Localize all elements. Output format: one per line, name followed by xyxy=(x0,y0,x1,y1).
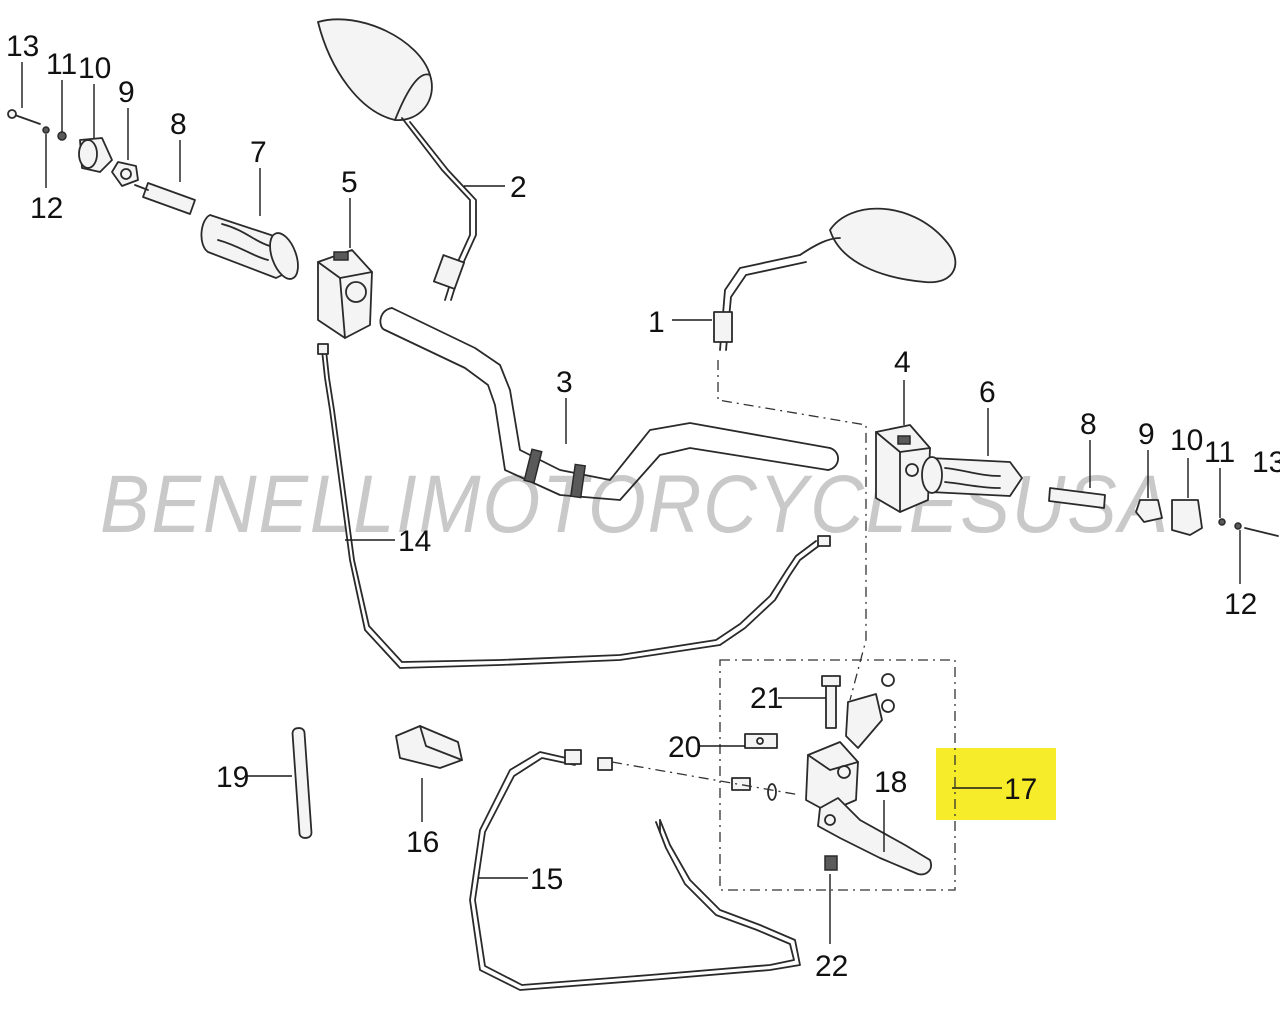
callout-9-right: 9 xyxy=(1138,418,1155,451)
callout-20: 20 xyxy=(668,731,701,764)
callout-7: 7 xyxy=(250,136,267,169)
callout-22: 22 xyxy=(815,950,848,983)
callout-12-right: 12 xyxy=(1224,588,1257,621)
callout-16: 16 xyxy=(406,826,439,859)
right-grip xyxy=(921,456,1023,497)
callout-8-right: 8 xyxy=(1080,408,1097,441)
pin xyxy=(291,727,313,839)
callout-3: 3 xyxy=(556,366,573,399)
callout-14: 14 xyxy=(398,525,431,558)
left-grip xyxy=(200,214,299,280)
callout-13-left: 13 xyxy=(6,30,39,63)
callout-10-left: 10 xyxy=(78,52,111,85)
callout-8-left: 8 xyxy=(170,108,187,141)
callout-1: 1 xyxy=(648,306,665,339)
callout-15: 15 xyxy=(530,863,563,896)
callout-21: 21 xyxy=(750,682,783,715)
callout-2: 2 xyxy=(510,171,527,204)
left-switch-housing xyxy=(317,249,373,339)
callout-17: 17 xyxy=(1004,773,1037,806)
right-bar-end-parts xyxy=(1048,487,1279,537)
callout-6: 6 xyxy=(979,376,996,409)
callout-12-left: 12 xyxy=(30,192,63,225)
callout-4: 4 xyxy=(894,346,911,379)
left-mirror xyxy=(317,18,477,301)
callout-10-right: 10 xyxy=(1170,424,1203,457)
cable-boot xyxy=(395,725,463,769)
callout-13-right: 13 xyxy=(1252,446,1280,479)
callout-5: 5 xyxy=(341,166,358,199)
right-switch-housing xyxy=(875,424,931,513)
callout-18: 18 xyxy=(874,766,907,799)
leader-lines xyxy=(21,62,1241,944)
callout-19: 19 xyxy=(216,761,249,794)
throttle-cable xyxy=(317,343,831,669)
callout-numbers: 2 1 3 4 5 6 7 8 8 9 9 10 10 11 11 12 12 … xyxy=(6,30,1280,983)
callout-11-left: 11 xyxy=(46,48,77,81)
handlebar xyxy=(379,307,839,501)
callout-11-right: 11 xyxy=(1204,436,1235,469)
clutch-lever-assembly xyxy=(719,659,956,891)
clutch-cable xyxy=(469,749,801,991)
alignment-lines xyxy=(611,360,867,796)
left-bar-end-parts xyxy=(7,109,196,215)
right-mirror xyxy=(713,207,957,351)
callout-17-highlight xyxy=(936,748,1056,820)
callout-9-left: 9 xyxy=(118,76,135,109)
